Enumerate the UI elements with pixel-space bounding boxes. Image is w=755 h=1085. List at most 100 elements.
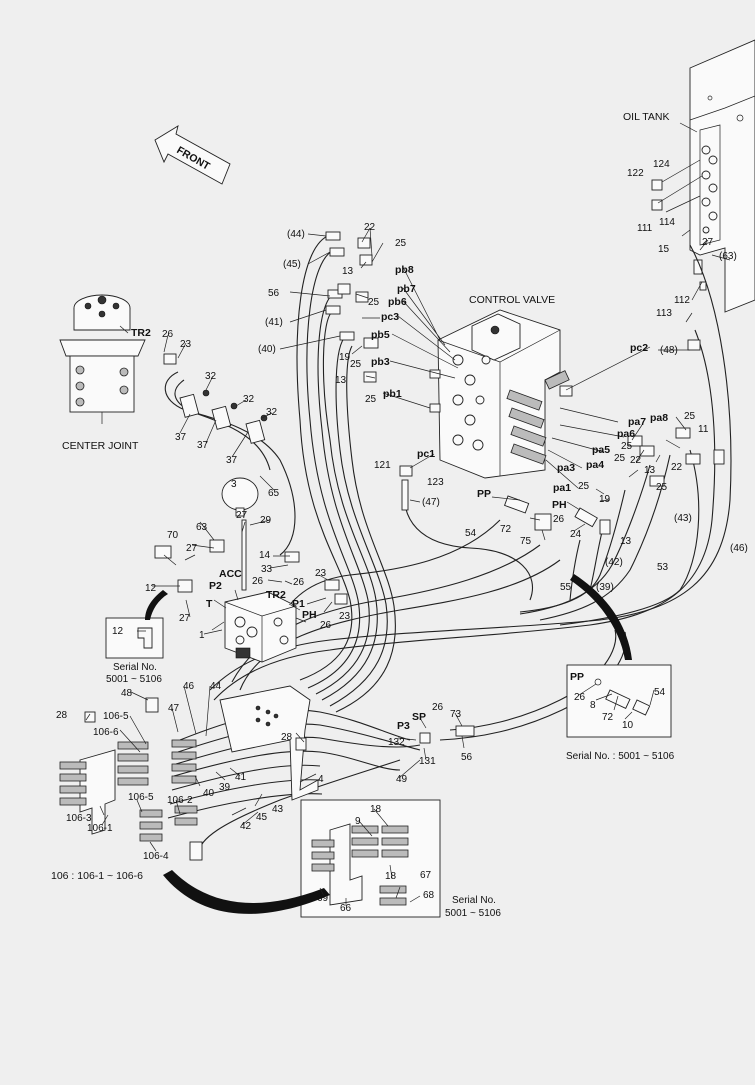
callout-75: 75 bbox=[520, 536, 532, 547]
callout-67: 67 bbox=[420, 870, 432, 881]
port-pa4: pa4 bbox=[586, 459, 604, 471]
callout-27: 27 bbox=[186, 543, 198, 554]
serial-bottom-line1: Serial No. bbox=[452, 895, 496, 906]
callout-25: 25 bbox=[365, 394, 377, 405]
callout-11: 11 bbox=[698, 424, 709, 435]
hose-bundle-left bbox=[296, 234, 396, 713]
callout-66: 66 bbox=[340, 903, 352, 914]
callout-43: (43) bbox=[674, 513, 692, 524]
note-106: 106 : 106-1 ~ 106-6 bbox=[51, 870, 143, 882]
callout-23: 23 bbox=[315, 568, 327, 579]
callout-8: 8 bbox=[590, 700, 596, 711]
callout-114: 114 bbox=[659, 217, 675, 228]
port-pa1: pa1 bbox=[553, 482, 571, 494]
oil-tank-title: OIL TANK bbox=[623, 111, 670, 123]
callout-48: (48) bbox=[660, 345, 678, 356]
callout-45: (45) bbox=[283, 259, 301, 270]
inset-right-fittings bbox=[594, 678, 651, 716]
port-pb3: pb3 bbox=[371, 356, 390, 368]
callout-37: 37 bbox=[175, 432, 187, 443]
callout-55: 55 bbox=[560, 582, 572, 593]
port-tr2-center: TR2 bbox=[131, 327, 151, 339]
callout-26: 26 bbox=[293, 577, 305, 588]
callout-23: 23 bbox=[339, 611, 351, 622]
port-pa6: pa6 bbox=[617, 428, 635, 440]
callout-22: 22 bbox=[630, 455, 642, 466]
port-ph-block: PH bbox=[302, 609, 317, 621]
callout-15: 15 bbox=[658, 244, 670, 255]
callout-72: 72 bbox=[500, 524, 512, 535]
port-t: T bbox=[206, 598, 213, 610]
callout-37: 37 bbox=[226, 455, 238, 466]
port-sp: SP bbox=[412, 711, 426, 723]
callout-18: 18 bbox=[385, 871, 397, 882]
callout-25: 25 bbox=[350, 359, 362, 370]
callout-25: 25 bbox=[684, 411, 696, 422]
callout-42: (42) bbox=[605, 557, 623, 568]
callout-68: 68 bbox=[423, 890, 435, 901]
solenoid-valve-block bbox=[224, 591, 297, 663]
port-pb8: pb8 bbox=[395, 264, 414, 276]
callout-23: 23 bbox=[180, 339, 192, 350]
callout-53: 53 bbox=[657, 562, 669, 573]
callout-26: 26 bbox=[320, 620, 332, 631]
serial-left-line2: 5001 ~ 5106 bbox=[106, 674, 162, 685]
callout-56: 56 bbox=[461, 752, 473, 763]
port-acc: ACC bbox=[219, 568, 242, 580]
callout-106-5: 106-5 bbox=[103, 711, 129, 722]
callout-122: 122 bbox=[627, 168, 644, 179]
callout-26: 26 bbox=[553, 514, 565, 525]
swoosh-right bbox=[570, 574, 632, 660]
port-p3: P3 bbox=[397, 720, 410, 732]
callout-46: 46 bbox=[183, 681, 195, 692]
callout-22: 22 bbox=[364, 222, 376, 233]
callout-19: 19 bbox=[599, 494, 611, 505]
callout-106-3: 106-3 bbox=[66, 813, 92, 824]
oil-tank bbox=[689, 39, 755, 313]
center-joint-title: CENTER JOINT bbox=[62, 440, 139, 452]
callout-27: 27 bbox=[179, 613, 191, 624]
port-pb1: pb1 bbox=[383, 388, 402, 400]
callout-24: 24 bbox=[570, 529, 582, 540]
callout-labels: 22 25 (44) (45) 13 56 25 (41) (40) 19 25… bbox=[51, 159, 748, 914]
callout-25: 25 bbox=[395, 238, 407, 249]
callout-49: 49 bbox=[396, 774, 408, 785]
callout-132: 132 bbox=[388, 737, 405, 748]
port-pb6: pb6 bbox=[388, 296, 407, 308]
port-tr2: TR2 bbox=[266, 589, 286, 601]
callout-27: 27 bbox=[702, 237, 714, 248]
port-pp-inset: PP bbox=[570, 671, 584, 683]
port-pp: PP bbox=[477, 488, 491, 500]
callout-47: 47 bbox=[168, 703, 180, 714]
inset-left-elbow bbox=[137, 627, 153, 649]
callout-37: 37 bbox=[197, 440, 209, 451]
callout-26: 26 bbox=[574, 692, 586, 703]
callout-28: 28 bbox=[281, 732, 293, 743]
callout-14: 14 bbox=[259, 550, 271, 561]
port-pa3: pa3 bbox=[557, 462, 575, 474]
callout-13: 13 bbox=[342, 266, 354, 277]
control-valve bbox=[429, 309, 570, 479]
callout-29: 29 bbox=[260, 515, 272, 526]
callout-4: 4 bbox=[318, 774, 324, 785]
callout-121: 121 bbox=[374, 460, 391, 471]
callout-70: 70 bbox=[167, 530, 179, 541]
port-pb7: pb7 bbox=[397, 283, 416, 295]
callout-112: 112 bbox=[674, 295, 690, 306]
callout-106-4: 106-4 bbox=[143, 851, 169, 862]
callout-69: 69 bbox=[317, 893, 329, 904]
callout-54: 54 bbox=[654, 687, 666, 698]
callout-44: 44 bbox=[210, 681, 222, 692]
leader-lines bbox=[85, 159, 731, 906]
callout-13: 13 bbox=[644, 465, 656, 476]
callout-73: 73 bbox=[450, 709, 462, 720]
callout-25: 25 bbox=[614, 453, 626, 464]
callout-18: 18 bbox=[370, 804, 382, 815]
callout-43: 43 bbox=[272, 804, 284, 815]
callout-54: 54 bbox=[465, 528, 477, 539]
front-arrow bbox=[154, 125, 231, 185]
callout-28: 28 bbox=[56, 710, 68, 721]
callout-39: 39 bbox=[219, 782, 231, 793]
